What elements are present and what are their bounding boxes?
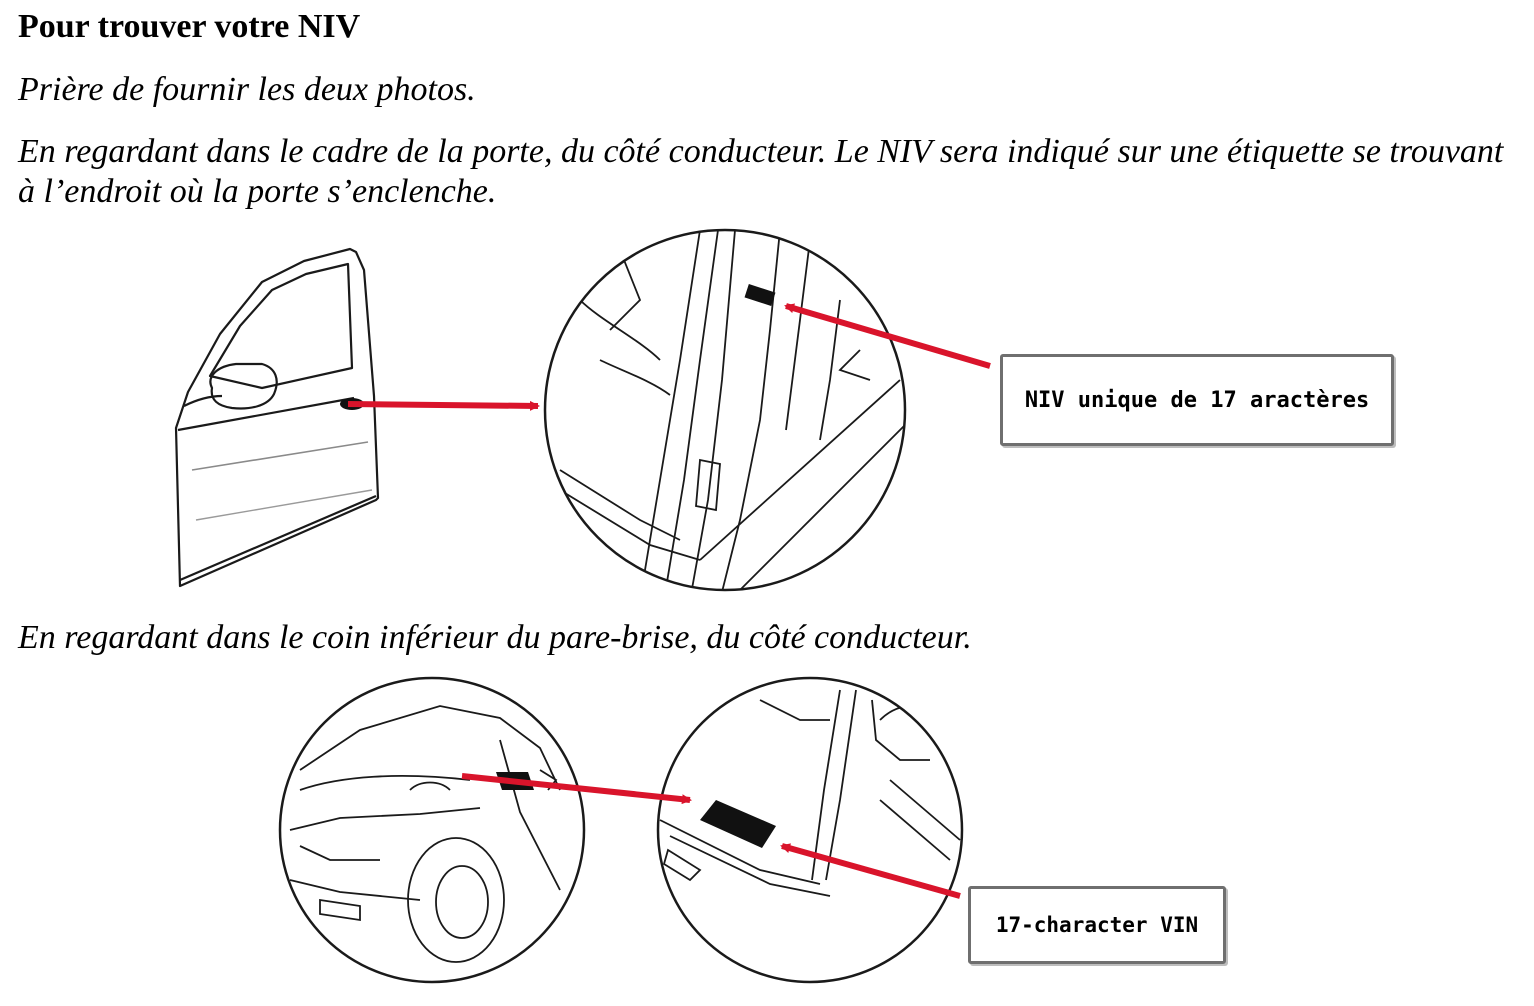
car-door-illustration [174, 247, 380, 588]
car-to-zoom-arrow [461, 773, 692, 805]
sticker-pointer-arrow [784, 303, 991, 369]
door-jamb-zoom [543, 228, 907, 592]
plate-pointer-arrow [780, 843, 961, 899]
windshield-zoom [656, 676, 964, 984]
door-instructions: En regardant dans le cadre de la porte, … [18, 133, 1504, 210]
car-front-zoom [278, 676, 586, 984]
windshield-instructions: En regardant dans le coin inférieur du p… [18, 619, 972, 656]
door-vin-sticker [744, 284, 776, 306]
door-vin-callout: NIV unique de 17 aractères [1000, 354, 1394, 446]
page-title: Pour trouver votre NIV [18, 8, 361, 45]
windshield-vin-callout: 17-character VIN [968, 886, 1226, 964]
door-to-zoom-arrow [347, 400, 540, 411]
windshield-vin-plate [700, 800, 776, 848]
intro-text: Prière de fournir les deux photos. [18, 71, 476, 108]
